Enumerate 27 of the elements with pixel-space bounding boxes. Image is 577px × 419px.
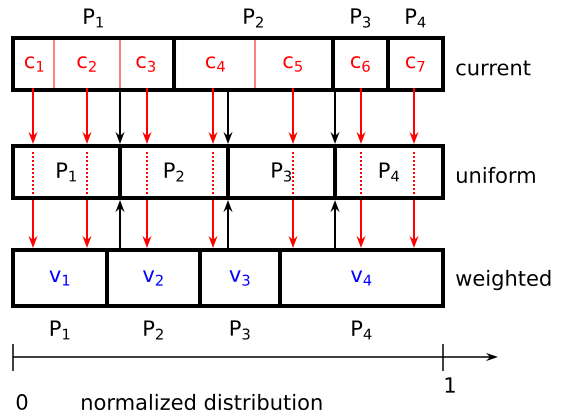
weighted-box: v$_{1}$ xyxy=(11,248,109,308)
weighted-box: v$_{2}$ xyxy=(105,248,202,308)
partition-label: P$_{1}$ xyxy=(50,320,70,340)
uniform-box: P$_{4}$ xyxy=(333,144,445,200)
cell-label: c$_{6}$ xyxy=(350,56,370,72)
cell-label: c$_{4}$ xyxy=(206,56,225,72)
weighted-box: v$_{3}$ xyxy=(198,248,282,308)
uniform-box: P$_{3}$ xyxy=(226,144,337,200)
cell-label: c$_{2}$ xyxy=(77,56,96,72)
node-label: P$_{4}$ xyxy=(406,8,426,28)
weighted-box: v$_{4}$ xyxy=(278,248,445,308)
axis-tick-label: 1 xyxy=(446,377,455,393)
partition-label: P$_{2}$ xyxy=(144,320,163,340)
node-label: P$_{3}$ xyxy=(351,8,370,28)
node-label: P$_{1}$ xyxy=(84,8,103,28)
uniform-box: P$_{2}$ xyxy=(118,144,230,200)
uniform-box: P$_{1}$ xyxy=(11,144,122,200)
cell-label: c$_{7}$ xyxy=(406,56,424,72)
partition-label: P$_{4}$ xyxy=(352,320,372,340)
node-label: P$_{2}$ xyxy=(244,8,263,28)
axis-tick-label: 0 xyxy=(16,394,28,410)
partition-label: P$_{3}$ xyxy=(230,320,250,340)
row-label: current xyxy=(456,60,530,76)
cell-label: c$_{3}$ xyxy=(136,56,156,72)
cell-label: c$_{5}$ xyxy=(283,56,302,72)
cell-label: c$_{1}$ xyxy=(24,56,44,72)
axis-title: normalized distribution xyxy=(82,394,322,410)
